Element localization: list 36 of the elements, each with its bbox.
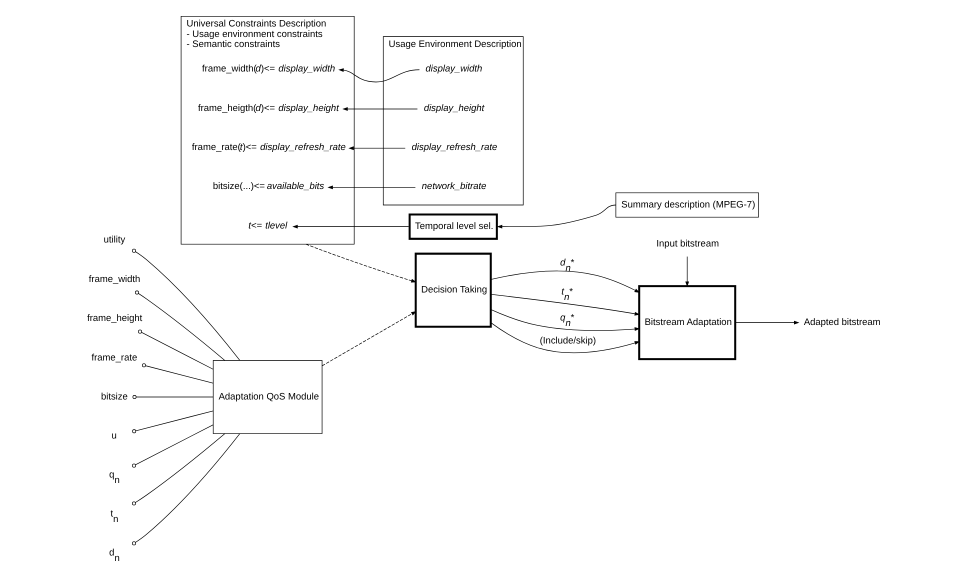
arrow [685,256,690,287]
arrow [322,311,417,366]
arrow [306,244,417,283]
node-box: Summary description (MPEG-7) [616,192,759,218]
node-text: frame_heigth(d)<= display_height [198,102,339,114]
edge-label: (Include/skip) [540,335,596,346]
node-text: display_refresh_rate [412,142,498,154]
label: u [111,430,117,442]
node-box: Bitstream Adaptation [638,285,736,360]
label: frame_width [88,274,140,285]
node-text: frame_rate(t)<= display_refresh_rate [192,142,346,154]
node-text: Adapted bitstream [804,317,881,328]
arrow [490,294,640,316]
node-box: Decision Taking [414,252,492,328]
node-text: display_width [426,64,482,75]
node-text: t<= tlevel [248,220,288,232]
node-text: display_height [424,102,484,114]
arrow [338,68,420,82]
node-text: bitsize(...)<= available_bits [212,181,324,192]
label: frame_rate [92,352,138,364]
node-box: Temporal level sel. [408,213,498,240]
node-box: Adaptation QoS Module [212,360,322,434]
label: utility [104,234,126,246]
arrow [327,186,416,190]
arrow [490,270,640,293]
arrow [342,107,418,111]
arrow [496,204,616,229]
node-text: network_bitrate [422,181,486,192]
label: frame_height [87,313,142,324]
node-text: frame_width(d)<= display_width [202,64,336,75]
arrow [490,322,640,354]
label: bitsize [100,392,128,403]
arrow [348,146,406,150]
node-text: Input bitstream [656,238,719,250]
arrow [292,224,409,229]
arrow [735,320,800,325]
